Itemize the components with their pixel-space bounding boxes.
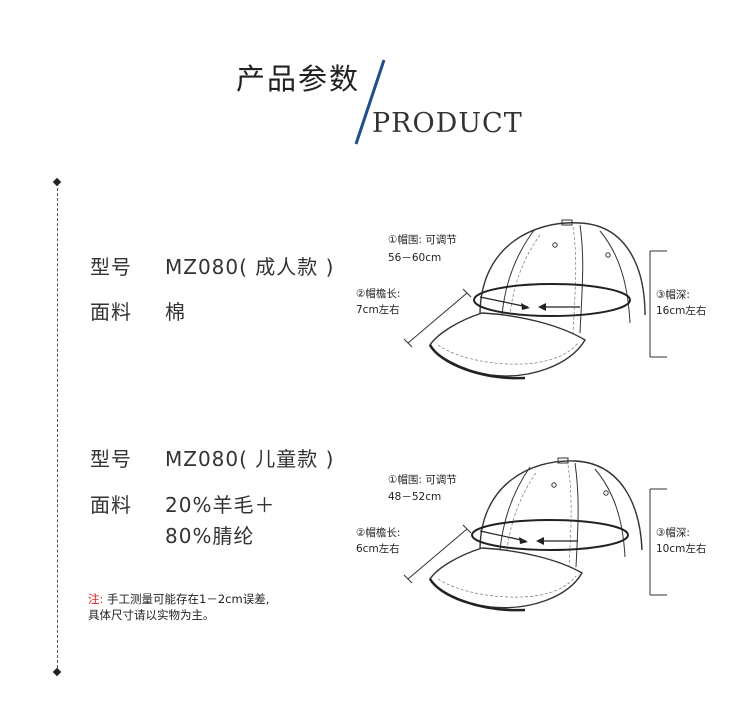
adult-depth-title: ③帽深:: [656, 289, 690, 301]
child-fabric-value-1: 20%羊毛＋: [165, 493, 276, 517]
adult-fabric-value: 棉: [165, 300, 186, 324]
adult-depth-value: 16cm左右: [656, 305, 707, 317]
adult-model-value: MZ080( 成人款 ): [165, 255, 335, 279]
adult-circ-value: 56－60cm: [388, 252, 442, 264]
note-line-2: 具体尺寸请以实物为主。: [88, 608, 215, 622]
adult-brim-value: 7cm左右: [356, 304, 400, 316]
adult-brim-title: ②帽檐长:: [356, 288, 401, 300]
child-depth-title: ③帽深:: [656, 527, 690, 539]
child-cap-diagram: ①帽围: 可调节 48－52cm ②帽檐长: 6cm左右 ③帽深: 10cm左右: [330, 455, 730, 620]
child-fabric-label: 面料: [90, 493, 132, 517]
note-prefix: 注:: [88, 592, 104, 606]
timeline-line: [57, 183, 58, 673]
title-slash: [354, 59, 386, 145]
adult-circ-title: ①帽围: 可调节: [388, 234, 457, 246]
adult-model-label: 型号: [90, 255, 132, 279]
adult-cap-diagram: ①帽围: 可调节 56－60cm ②帽檐长: 7cm左右 ③帽深: 16cm左右: [330, 215, 730, 390]
adult-fabric-label: 面料: [90, 300, 132, 324]
timeline-dot-top: [52, 177, 62, 187]
child-model-value: MZ080( 儿童款 ): [165, 447, 335, 471]
note-line-1: 注: 手工测量可能存在1－2cm误差,: [88, 591, 269, 607]
child-circ-value: 48－52cm: [388, 491, 442, 503]
child-brim-value: 6cm左右: [356, 543, 400, 555]
child-fabric-value-2: 80%腈纶: [165, 524, 255, 548]
child-circ-title: ①帽围: 可调节: [388, 474, 457, 486]
title-cn: 产品参数: [236, 62, 361, 96]
child-model-label: 型号: [90, 447, 132, 471]
cap-illustration: [403, 219, 667, 380]
note-text-1: 手工测量可能存在1－2cm误差,: [107, 592, 270, 606]
timeline-dot-bottom: [52, 667, 62, 677]
title-en: PRODUCT: [372, 108, 523, 139]
cap-illustration: [403, 457, 667, 612]
child-depth-value: 10cm左右: [656, 543, 707, 555]
child-brim-title: ②帽檐长:: [356, 527, 401, 539]
